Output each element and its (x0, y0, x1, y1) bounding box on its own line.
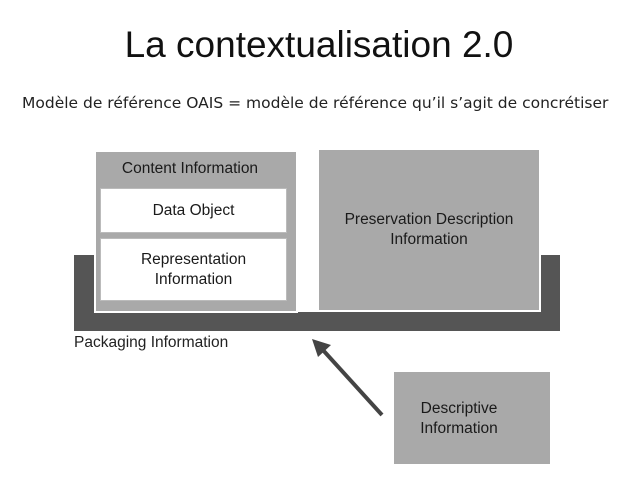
descriptive-information-label: Descriptive Information (394, 399, 524, 439)
representation-information-label-line1: Representation (140, 250, 247, 268)
content-information-label: Content Information (121, 160, 259, 177)
data-object-label: Data Object (152, 201, 235, 219)
slide-subtitle: Modèle de référence OAIS = modèle de réf… (22, 94, 609, 112)
pdi-label-line1: Preservation Description (344, 211, 514, 228)
preservation-description-information-box (317, 148, 541, 312)
descriptive-label-line1: Descriptive (420, 400, 498, 417)
packaging-information-label: Packaging Information (74, 334, 229, 351)
arrow-shaft (320, 347, 384, 417)
slide-title: La contextualisation 2.0 (124, 24, 514, 65)
arrow-head-icon (312, 339, 331, 357)
pdi-label-line2: Information (390, 231, 468, 248)
preservation-description-information-label: Preservation Description Information (317, 210, 541, 250)
descriptive-label-line2: Information (420, 420, 498, 437)
descriptive-information-box (394, 372, 550, 464)
data-object-box: Data Object (100, 188, 287, 233)
packaging-container-base (74, 312, 560, 331)
representation-information-label-line2: Information (154, 270, 233, 288)
representation-information-box: Representation Information (100, 238, 287, 301)
